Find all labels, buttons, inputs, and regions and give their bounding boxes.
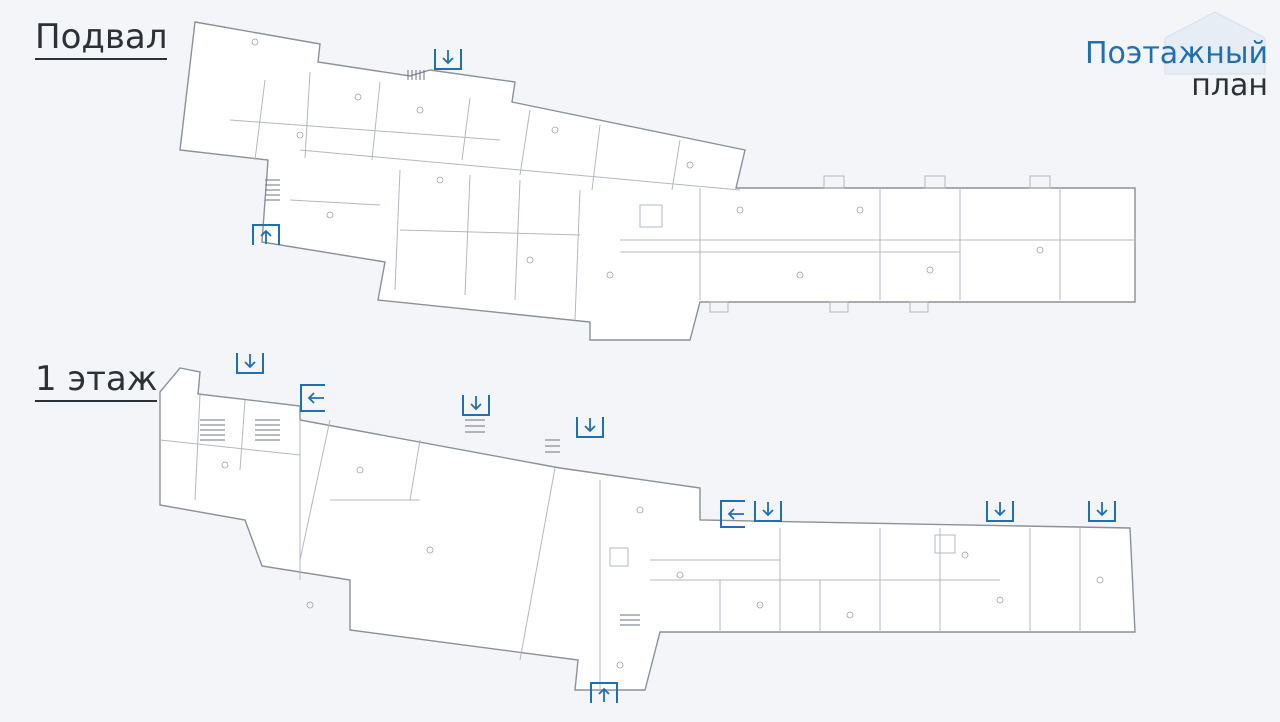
arrow-down-entry-icon [576,417,604,438]
title-line2: план [1191,67,1268,103]
arrow-left-entry-icon [720,500,745,528]
house-logo-icon [1164,11,1266,75]
basement-label: Подвал [35,19,168,60]
arrow-down-entry-icon [462,395,490,416]
arrow-down-entry-icon [236,353,264,374]
arrow-down-entry-icon [754,501,782,522]
arrow-left-entry-icon [300,384,325,412]
arrow-down-entry-icon [1088,501,1116,522]
floor1-label: 1 этаж [35,361,158,402]
arrow-up-entry-icon [252,224,280,245]
arrow-up-entry-icon [590,682,618,703]
arrow-down-entry-icon [434,49,462,70]
title-block: Поэтажный план [1085,38,1268,101]
title-line1: Поэтажный [1084,36,1268,71]
arrow-down-entry-icon [986,501,1014,522]
